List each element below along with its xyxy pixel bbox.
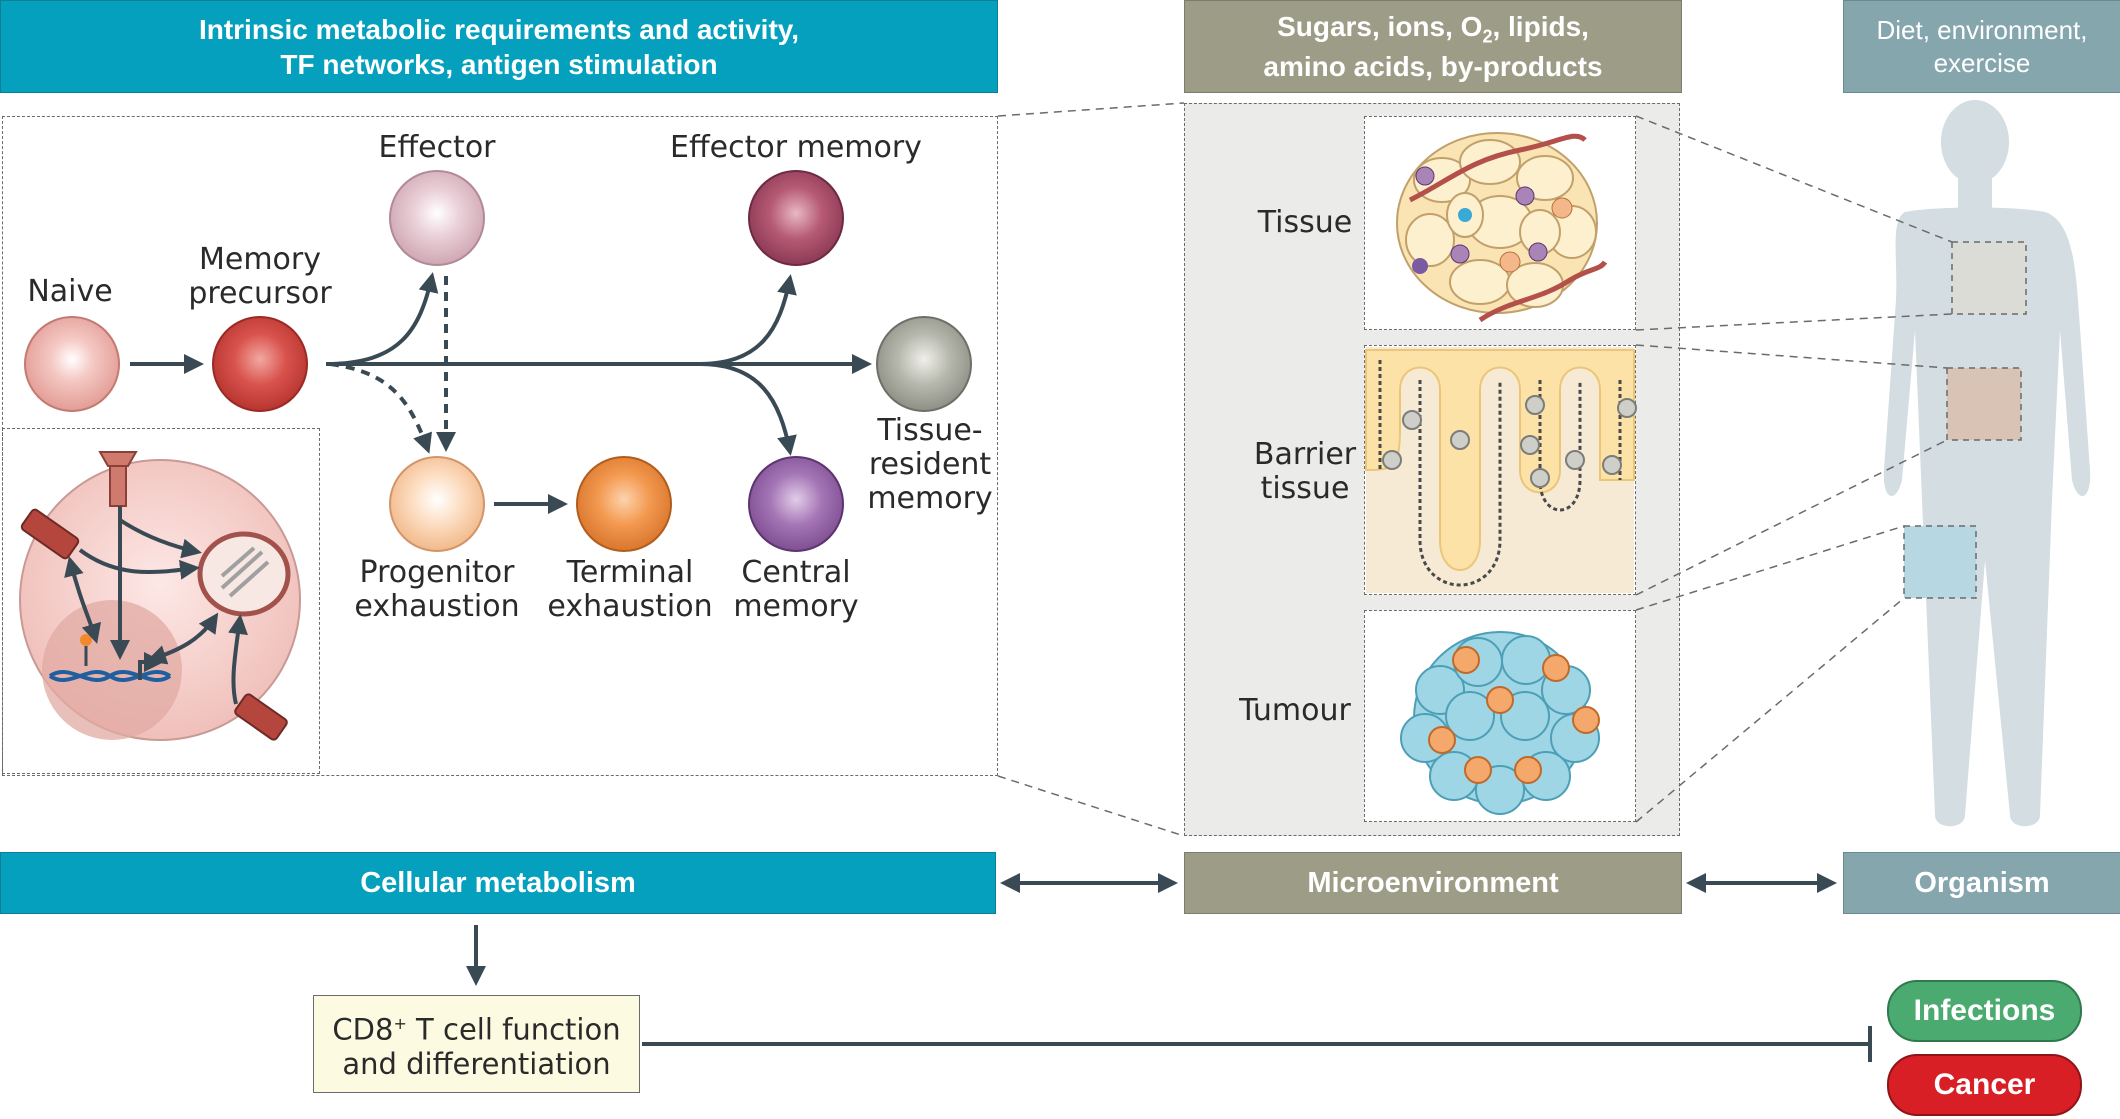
tissue-resident-memory-cell: [876, 316, 972, 412]
central-memory-cell: [748, 456, 844, 552]
effector-label: Effector: [378, 130, 496, 165]
barrier-tissue-illustration: [1365, 347, 1637, 593]
intrinsic-header-text: Intrinsic metabolic requirements and act…: [198, 13, 800, 80]
organism-bar: Organism: [1843, 852, 2120, 914]
cellular-metabolism-label: Cellular metabolism: [360, 866, 636, 899]
effector-cell: [389, 170, 485, 266]
organism-label: Organism: [1914, 866, 2050, 899]
central-memory-label: Central memory: [733, 555, 859, 624]
connector-lines: [997, 102, 1953, 837]
barrier-region-marker: [1946, 367, 2022, 441]
tissue-region-marker: [1951, 241, 2027, 315]
memory-precursor-cell: [212, 316, 308, 412]
tissue-label: Tissue: [1257, 205, 1353, 240]
cancer-pill: Cancer: [1887, 1054, 2082, 1116]
flow-arrows: [466, 873, 1872, 1062]
naive-cell: [24, 316, 120, 412]
cd8-function-box: CD8+ T cell function and differentiation: [313, 995, 640, 1093]
tumour-label: Tumour: [1239, 693, 1351, 728]
cd8-line1-rest: T cell function: [406, 1012, 621, 1047]
tissue-resident-memory-label: Tissue- resident memory: [867, 413, 993, 516]
cd8-line1: CD8+ T cell function: [332, 1007, 620, 1047]
terminal-exhaustion-label: Terminal exhaustion: [547, 555, 713, 624]
cancer-label: Cancer: [1933, 1068, 2036, 1101]
progenitor-exhaustion-label: Progenitor exhaustion: [354, 555, 520, 624]
cd8-superscript: +: [393, 1014, 407, 1034]
micro-inputs-line2: amino acids, by-products: [1263, 50, 1603, 82]
tumour-illustration: [1400, 631, 1600, 815]
micro-inputs-line1a: Sugars, ions, O: [1277, 11, 1483, 43]
memory-precursor-label: Memory precursor: [188, 242, 332, 311]
micro-inputs-line1b: , lipids,: [1492, 11, 1589, 43]
metabolic-cell-illustration: [19, 451, 301, 741]
microenvironment-inputs-header: Sugars, ions, O2, lipids, amino acids, b…: [1184, 0, 1682, 93]
tumour-region-marker: [1903, 525, 1977, 599]
tissue-illustration: [1396, 132, 1608, 323]
terminal-exhaustion-cell: [576, 456, 672, 552]
effector-memory-cell: [748, 170, 844, 266]
effector-memory-label: Effector memory: [670, 130, 922, 165]
intrinsic-header: Intrinsic metabolic requirements and act…: [0, 0, 998, 93]
microenvironment-label: Microenvironment: [1307, 866, 1559, 899]
infections-pill: Infections: [1887, 980, 2082, 1042]
organism-inputs-header: Diet, environment, exercise: [1843, 0, 2120, 93]
cellular-metabolism-bar: Cellular metabolism: [0, 852, 996, 914]
progenitor-exhaustion-cell: [389, 456, 485, 552]
cd8-line2: and differentiation: [342, 1046, 611, 1081]
barrier-tissue-label: Barrier tissue: [1253, 437, 1357, 506]
human-silhouette: [1883, 100, 2091, 827]
naive-label: Naive: [27, 274, 113, 309]
cd8-prefix: CD8: [332, 1012, 394, 1047]
infections-label: Infections: [1913, 994, 2056, 1027]
oxygen-subscript: 2: [1482, 27, 1493, 48]
microenvironment-bar: Microenvironment: [1184, 852, 1682, 914]
organism-inputs-text: Diet, environment, exercise: [1876, 15, 2088, 78]
differentiation-arrows: [130, 272, 872, 514]
metabolism-inset: [2, 428, 320, 774]
